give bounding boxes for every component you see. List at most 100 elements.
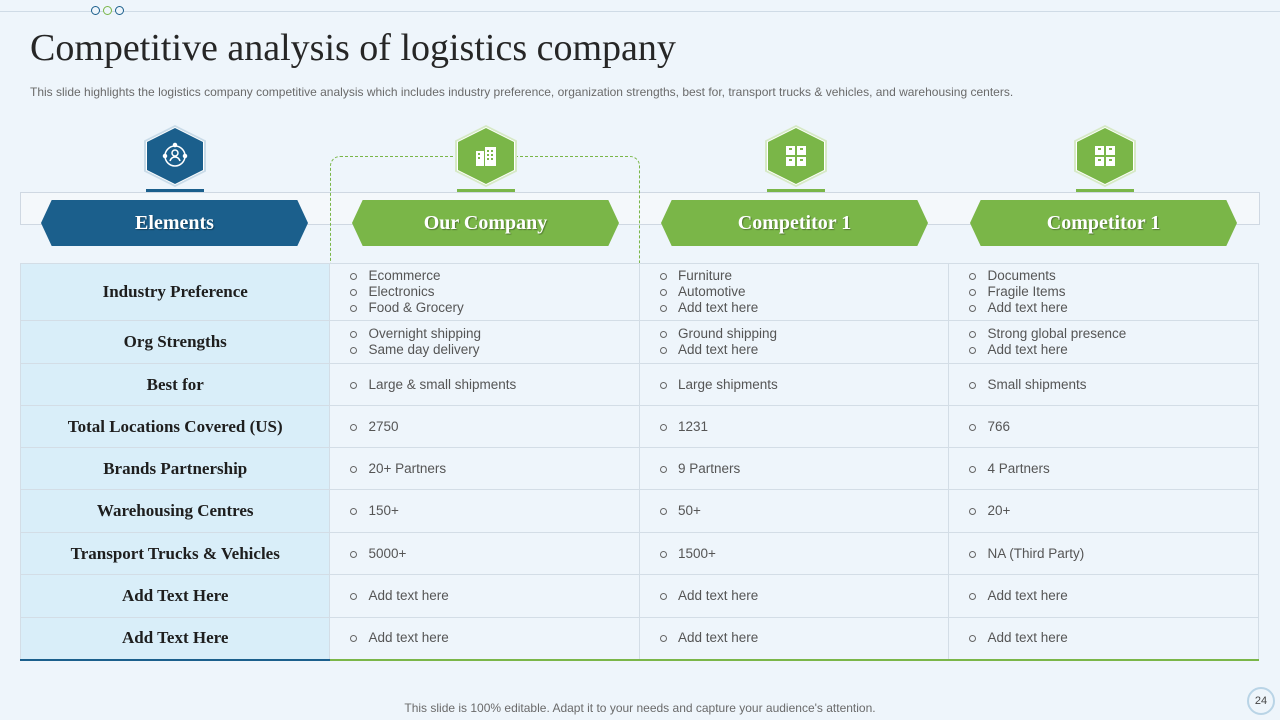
table-row: Add Text Here Add text here Add text here A… (19, 574, 1259, 618)
header-elements: Elements (41, 200, 308, 246)
bullet-list: 150+ (350, 503, 639, 519)
table-cell: Add text here (329, 574, 640, 618)
list-item: 9 Partners (659, 461, 949, 477)
bullet-list: 766 (969, 419, 1258, 435)
page-number: 24 (1254, 695, 1268, 707)
table-cell: Large & small shipments (329, 363, 640, 406)
header-competitor-a: Competitor 1 (661, 200, 928, 246)
list-item: Small shipments (969, 377, 1258, 393)
table-cell: 50+ (638, 489, 950, 533)
list-item: Add text here (659, 630, 949, 646)
row-label: Transport Trucks & Vehicles (19, 532, 331, 575)
list-item: Same day delivery (350, 342, 639, 358)
table-cell: 9 Partners (638, 447, 950, 490)
dot-icon (91, 6, 100, 15)
table-cell: 20+ Partners (329, 447, 640, 490)
list-item: Overnight shipping (350, 326, 639, 342)
list-item: 50+ (659, 503, 949, 519)
table-cell: 1231 (638, 405, 950, 448)
table-row: Warehousing Centres 150+ 50+ 20+ (19, 489, 1259, 533)
list-item: Add text here (659, 342, 949, 358)
bullet-list: 1500+ (659, 546, 949, 562)
list-item: Electronics (350, 284, 639, 300)
header-competitor-b: Competitor 1 (970, 200, 1237, 246)
dot-icon (103, 6, 112, 15)
bullet-list: Add text here (969, 588, 1258, 604)
row-label: Brands Partnership (19, 447, 331, 490)
icon-underbar (767, 189, 825, 192)
list-item: 20+ Partners (350, 461, 639, 477)
list-item: Food & Grocery (350, 300, 639, 316)
table-cell: Add text here (948, 617, 1259, 661)
icon-underbar (1076, 189, 1134, 192)
list-item: Ground shipping (659, 326, 949, 342)
table-cell: Small shipments (948, 363, 1259, 406)
bullet-list: Add text here (350, 588, 639, 604)
list-item: 766 (969, 419, 1258, 435)
list-item: 1231 (659, 419, 949, 435)
bullet-list: 20+ (969, 503, 1258, 519)
bullet-list: 4 Partners (969, 461, 1258, 477)
dot-icon (115, 6, 124, 15)
list-item: Automotive (659, 284, 949, 300)
table-cell: Add text here (638, 574, 950, 618)
list-item: 2750 (350, 419, 639, 435)
page-title: Competitive analysis of logistics compan… (30, 27, 676, 69)
row-label: Total Locations Covered (US) (19, 405, 331, 448)
list-item: 5000+ (350, 546, 639, 562)
list-item: Add text here (350, 588, 639, 604)
table-cell: 1500+ (638, 532, 950, 575)
row-label: Best for (19, 363, 331, 406)
list-item: NA (Third Party) (969, 546, 1258, 562)
table-cell: 150+ (329, 489, 640, 533)
list-item: Add text here (969, 588, 1258, 604)
table-cell: 2750 (329, 405, 640, 448)
row-label: Add Text Here (19, 574, 331, 618)
table-cell: Add text here (948, 574, 1259, 618)
list-item: Ecommerce (350, 268, 639, 284)
table-cell: 766 (948, 405, 1259, 448)
bullet-list: 50+ (659, 503, 949, 519)
bullet-list: Large shipments (659, 377, 949, 393)
bullet-list: Add text here (659, 630, 949, 646)
list-item: Add text here (659, 588, 949, 604)
list-item: Large & small shipments (350, 377, 639, 393)
bullet-list: Add text here (659, 588, 949, 604)
bullet-list: Large & small shipments (350, 377, 639, 393)
table-row: Total Locations Covered (US) 2750 1231 766 (19, 405, 1259, 448)
table-row: Transport Trucks & Vehicles 5000+ 1500+ NA … (19, 532, 1259, 575)
icon-underbar (457, 189, 515, 192)
list-item: Add text here (969, 342, 1258, 358)
row-label: Add Text Here (19, 617, 331, 661)
list-item: Add text here (969, 630, 1258, 646)
table-cell: Add text here (329, 617, 640, 661)
row-label: Warehousing Centres (19, 489, 331, 533)
office-building-icon (458, 128, 514, 184)
bullet-list: 2750 (350, 419, 639, 435)
bullet-list: 5000+ (350, 546, 639, 562)
table-row: Brands Partnership 20+ Partners 9 Partners… (19, 447, 1259, 490)
list-item: 150+ (350, 503, 639, 519)
warehouse-boxes-icon (1077, 128, 1133, 184)
list-item: Strong global presence (969, 326, 1258, 342)
row-label: Industry Preference (19, 263, 331, 321)
table-cell: Add text here (638, 617, 950, 661)
top-rule (0, 11, 1280, 12)
list-item: 4 Partners (969, 461, 1258, 477)
list-item: Documents (969, 268, 1258, 284)
bullet-list: 9 Partners (659, 461, 949, 477)
bullet-list: 20+ Partners (350, 461, 639, 477)
list-item: Furniture (659, 268, 949, 284)
